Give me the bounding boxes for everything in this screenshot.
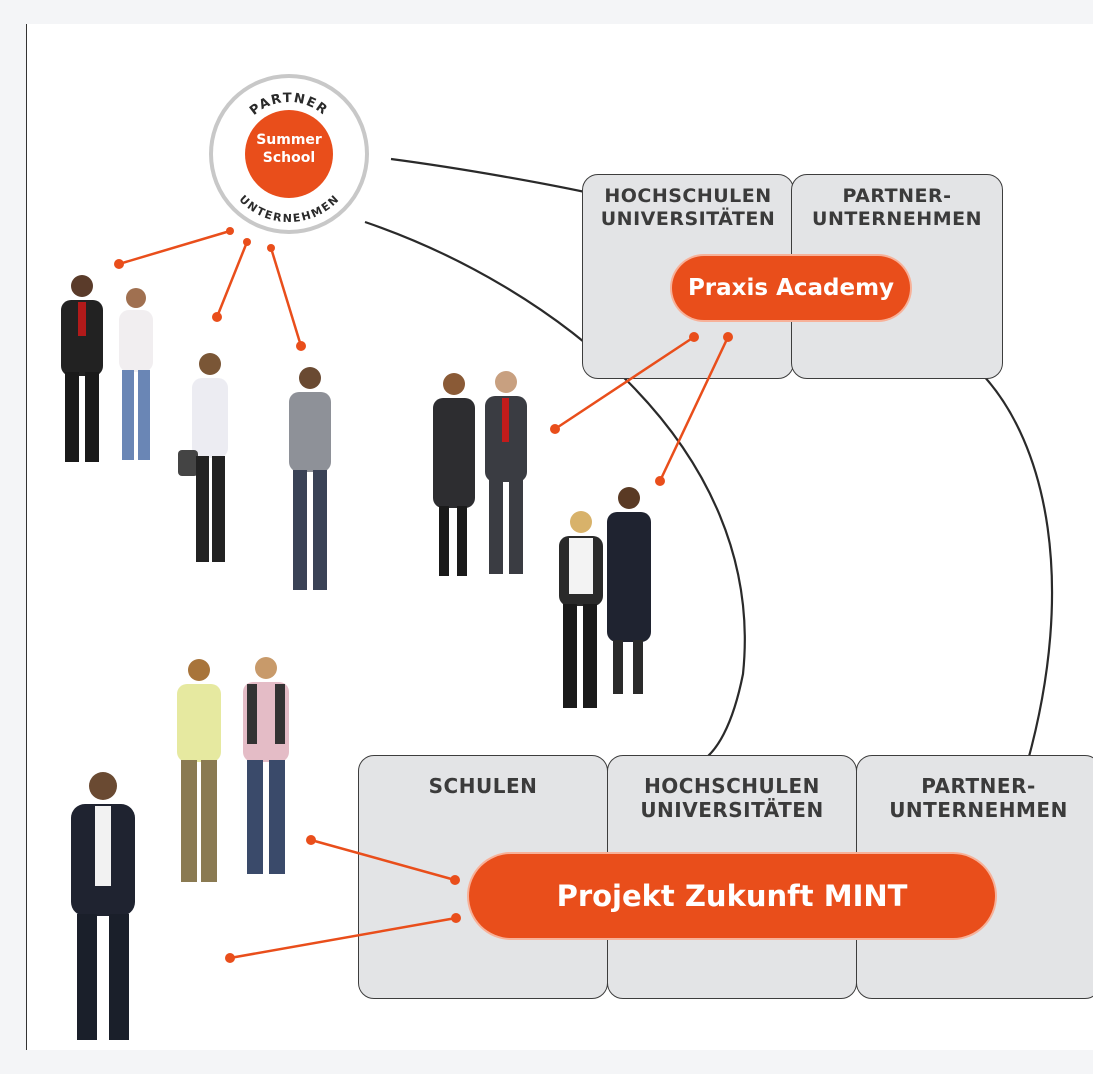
mint-box-hochschulen-label: HOCHSCHULEN UNIVERSITÄTEN	[640, 774, 824, 822]
arc-praxis-to-mint-right	[981, 373, 1054, 765]
arc-circle-to-mint	[364, 220, 746, 765]
diagram-canvas: HOCHSCHULEN UNIVERSITÄTEN PARTNER- UNTER…	[26, 24, 1093, 1050]
person-woman-dark-dress-icon	[607, 487, 651, 694]
arc-circle-to-praxis	[390, 157, 586, 194]
praxis-academy-pill: Praxis Academy	[672, 256, 910, 320]
summer-school-disc	[245, 110, 333, 198]
person-woman-vest-icon	[559, 511, 603, 708]
connector-layer	[364, 157, 1054, 765]
person-woman-yellow-shirt-icon	[177, 659, 221, 882]
praxis-box-partner-label: PARTNER- UNTERNEHMEN	[812, 185, 982, 230]
person-woman-grey-shirt-icon	[289, 367, 331, 590]
mint-box-partner-label: PARTNER- UNTERNEHMEN	[889, 774, 1068, 822]
praxis-box-hochschulen-label: HOCHSCHULEN UNIVERSITÄTEN	[600, 185, 776, 230]
person-woman-business-icon	[433, 373, 475, 576]
projekt-zukunft-mint-pill: Projekt Zukunft MINT	[469, 854, 995, 938]
person-young-man-suit-icon	[71, 772, 135, 1040]
person-man-pink-shirt-icon	[243, 657, 289, 874]
mint-box-schulen-label: SCHULEN	[428, 774, 538, 798]
person-woman-white-shirt-icon	[119, 288, 153, 460]
person-man-red-tie-icon	[485, 371, 527, 574]
person-man-suit-icon	[61, 275, 103, 462]
person-woman-walking-icon	[178, 353, 228, 562]
red-connector-layer	[114, 227, 733, 963]
partner-circle: PARTNER UNTERNEHMEN	[209, 74, 369, 234]
summer-school-label: Summer School	[256, 132, 322, 166]
